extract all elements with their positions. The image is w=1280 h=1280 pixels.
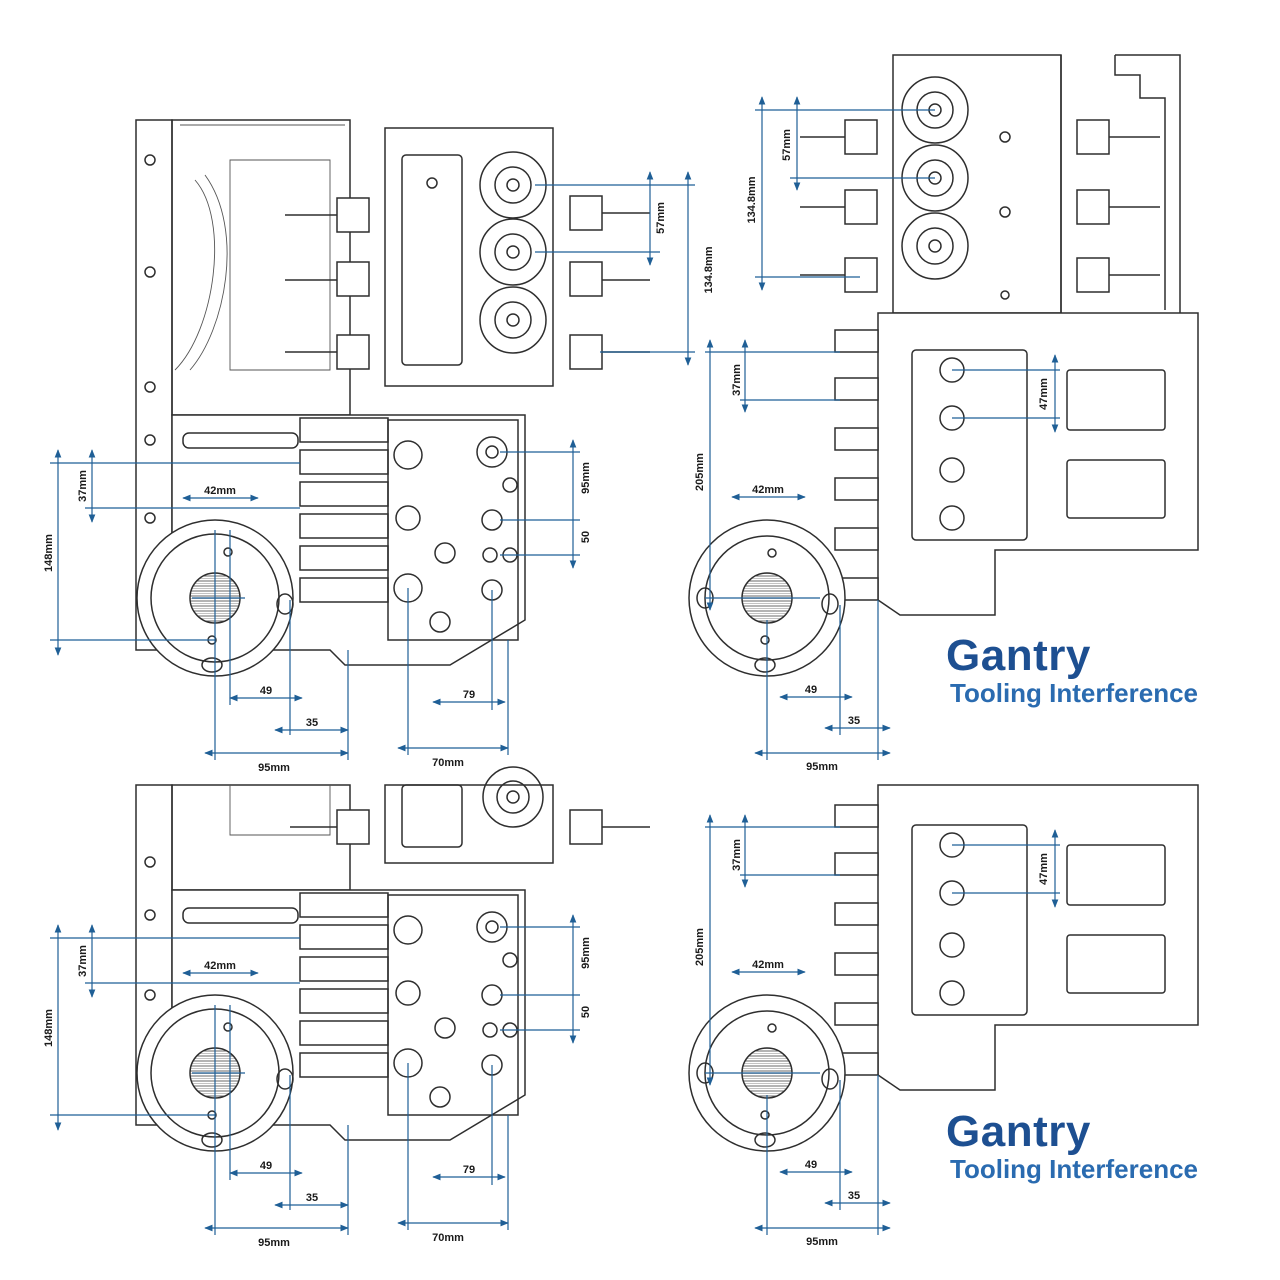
view-top-left <box>135 119 650 677</box>
dim-tl-pitch: 37mm <box>77 470 89 502</box>
dim-tr-offset-b: 35 <box>848 715 860 727</box>
dim-tl-right-height: 95mm <box>580 462 592 494</box>
dim-br-width: 95mm <box>806 1236 838 1248</box>
port-column <box>939 357 965 531</box>
dim-bl-offset-c: 79 <box>463 1164 475 1176</box>
dim-br-bore: 42mm <box>752 959 784 971</box>
dim-bl-right-height: 95mm <box>580 937 592 969</box>
dim-tr-width: 95mm <box>806 761 838 773</box>
view-top-right <box>688 54 1199 677</box>
frame-mount-holes <box>144 154 156 524</box>
dim-bl-width-right: 70mm <box>432 1232 464 1244</box>
clamp-stack <box>299 892 389 1078</box>
dim-tl-upper-total: 134.8mm <box>703 246 715 293</box>
dim-br-total: 205mm <box>694 928 706 966</box>
dim-tr-pitch: 37mm <box>731 364 743 396</box>
dim-tr-total: 205mm <box>694 453 706 491</box>
dim-bl-offset-b: 35 <box>306 1192 318 1204</box>
dim-bl-pitch: 37mm <box>77 945 89 977</box>
dim-bl-total: 148mm <box>43 1009 55 1047</box>
view-bottom-right <box>688 784 1199 1152</box>
dim-bl-bore: 42mm <box>204 960 236 972</box>
dim-tr-bore: 42mm <box>752 484 784 496</box>
screws <box>290 809 650 845</box>
dim-tl-total: 148mm <box>43 534 55 572</box>
screws <box>800 119 1160 293</box>
dim-tr-port-pitch: 47mm <box>1038 378 1050 410</box>
dim-tl-right-pitch: 50 <box>580 531 592 543</box>
dim-tr-upper-total: 134.8mm <box>746 176 758 223</box>
brand-subtitle-repeat: Tooling Interference <box>950 1154 1198 1184</box>
dim-tl-upper-pitch: 57mm <box>655 202 667 234</box>
dim-tl-offset-b: 35 <box>306 717 318 729</box>
dim-br-offset-a: 49 <box>805 1159 817 1171</box>
dim-br-pitch: 37mm <box>731 839 743 871</box>
dim-br-offset-b: 35 <box>848 1190 860 1202</box>
brand-title-repeat: Gantry <box>946 1107 1091 1156</box>
clamp-stack <box>834 804 879 1076</box>
dimension-labels: 57mm 134.8mm 37mm 148mm 42mm 95mm 50 49 … <box>43 129 1050 1249</box>
brand-title: Gantry <box>946 631 1091 680</box>
dim-tl-bore: 42mm <box>204 485 236 497</box>
frame-mount-holes <box>144 856 156 1001</box>
dim-tl-offset-c: 79 <box>463 689 475 701</box>
dim-bl-width-left: 95mm <box>258 1237 290 1249</box>
dim-tr-offset-a: 49 <box>805 684 817 696</box>
spindle-heads <box>479 151 547 354</box>
screws <box>285 195 650 370</box>
dimension-lines <box>50 96 1060 1235</box>
view-bottom-left <box>135 766 650 1152</box>
clamp-stack <box>834 329 879 601</box>
dim-tr-upper-pitch: 57mm <box>781 129 793 161</box>
dim-bl-right-pitch: 50 <box>580 1006 592 1018</box>
brand-subtitle: Tooling Interference <box>950 678 1198 708</box>
dim-tl-offset-a: 49 <box>260 685 272 697</box>
dim-bl-offset-a: 49 <box>260 1160 272 1172</box>
dim-br-port-pitch: 47mm <box>1038 853 1050 885</box>
dim-tl-width-left: 95mm <box>258 762 290 774</box>
dim-tl-width-right: 70mm <box>432 757 464 769</box>
